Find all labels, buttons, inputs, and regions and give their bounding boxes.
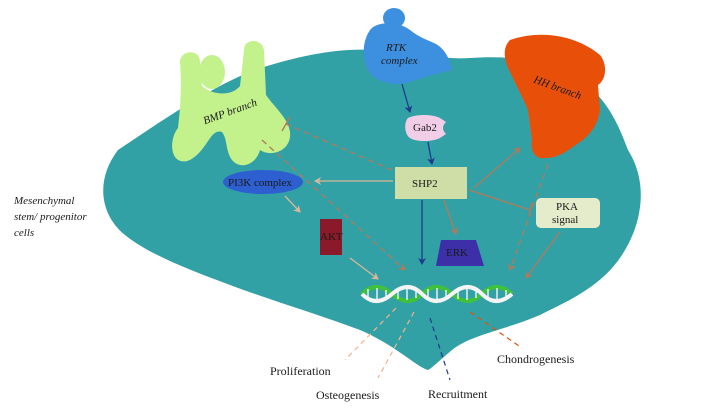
- outcome-chondrogenesis: Chondrogenesis: [497, 352, 575, 366]
- erk-label: ERK: [446, 247, 468, 259]
- rtk-label-line1: RTK: [385, 42, 407, 54]
- arrow-gab2-shp2: [426, 141, 435, 165]
- leader-osteogenesis: [377, 311, 415, 379]
- arrow-pka-dna: [525, 231, 561, 279]
- pka-node: PKA signal: [536, 198, 600, 228]
- pka-label-line1: PKA: [556, 201, 578, 213]
- gab2-node: Gab2: [405, 115, 446, 141]
- leader-recruitment: [429, 317, 451, 381]
- pka-label-line2: signal: [552, 214, 578, 226]
- outcome-recruitment: Recruitment: [428, 387, 488, 401]
- cell-label-line3: cells: [14, 227, 34, 239]
- leader-chondrogenesis: [469, 311, 523, 349]
- rtk-label-line2: complex: [381, 55, 418, 67]
- arrow-bmp-dna: [261, 139, 406, 271]
- arrows: [261, 83, 561, 280]
- inhibit-shp2-pka: [468, 189, 531, 211]
- leader-proliferation: [344, 307, 397, 361]
- cell-label-line2: stem/ progenitor: [14, 211, 87, 223]
- pi3k-node: PI3K complex: [223, 170, 303, 194]
- pi3k-label: PI3K complex: [228, 177, 292, 189]
- arrow-shp2-erk: [443, 199, 458, 235]
- shp2-node: SHP2: [395, 167, 467, 199]
- outcome-leaders: [344, 307, 523, 381]
- arrow-rtk-gab2: [401, 83, 413, 113]
- gab2-label: Gab2: [413, 122, 437, 134]
- dna-helix: [360, 285, 514, 303]
- arrow-hh-dna: [508, 163, 549, 271]
- akt-label: AKT: [320, 231, 343, 243]
- cell-label-line1: Mesenchymal: [13, 195, 74, 207]
- arrow-shp2-hh: [473, 147, 521, 189]
- rtk-receptor: RTK complex: [363, 8, 452, 84]
- arrow-pi3k-akt: [284, 195, 301, 213]
- outcome-osteogenesis: Osteogenesis: [316, 388, 380, 402]
- hh-receptor: HH branch: [504, 34, 606, 159]
- erk-node: ERK: [436, 240, 484, 266]
- outcome-proliferation: Proliferation: [270, 364, 331, 378]
- shp2-label: SHP2: [412, 178, 438, 190]
- arrow-akt-dna: [349, 257, 379, 280]
- akt-node: AKT: [320, 219, 343, 255]
- bmp-receptor: BMP branch: [172, 41, 291, 166]
